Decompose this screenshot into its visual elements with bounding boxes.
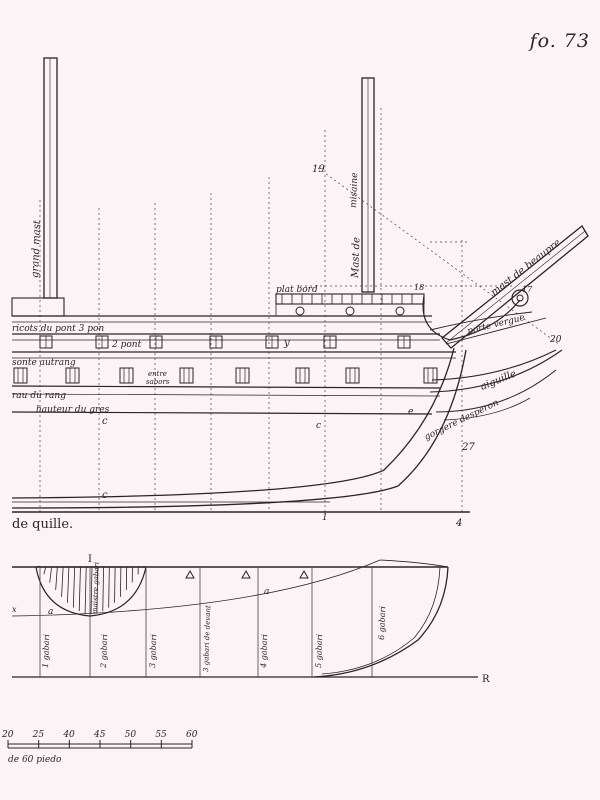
- scale-tick-label: 55: [155, 730, 167, 740]
- gun-port: [323, 335, 337, 349]
- label-grand-mast: grand mast: [30, 219, 43, 278]
- fan-rib: [84, 566, 87, 614]
- folio-number: fo. 73: [529, 30, 590, 52]
- rail-posts: [281, 294, 413, 316]
- fan-rib: [78, 566, 81, 612]
- fan-rib: [37, 565, 41, 568]
- label-c1: c: [102, 416, 108, 427]
- gun-port: [345, 367, 360, 384]
- station-1: 1 gabari: [41, 634, 51, 669]
- label-20: 20: [549, 335, 562, 345]
- fan-rib: [108, 566, 110, 608]
- grand-mast: [43, 57, 58, 299]
- fan-rib: [43, 566, 47, 575]
- gun-port: [119, 367, 134, 384]
- scale-caption: de 60 piedo: [8, 755, 62, 765]
- profile-labels: grand mast Mast de misaine mast de beaup…: [12, 164, 563, 532]
- label-a1: a: [48, 607, 53, 617]
- rail-scuttle: [395, 306, 405, 316]
- scale-bar: 20 25 40 45 50 55 60 de 60 piedo: [1, 730, 198, 765]
- fan-rib: [72, 566, 76, 608]
- gun-ports: [13, 335, 438, 384]
- label-1: 1: [322, 513, 328, 523]
- gun-port: [397, 335, 411, 349]
- label-sabors: sabors: [146, 378, 170, 386]
- gun-port: [39, 335, 53, 349]
- label-deck2: sonte autrang: [12, 358, 76, 368]
- gun-port: [423, 367, 438, 384]
- label-hauteur: hauteur du gres: [36, 405, 110, 415]
- fan-rib: [61, 566, 64, 597]
- hull-profile: [11, 289, 563, 513]
- label-entre: entre: [148, 370, 167, 378]
- gun-port: [295, 367, 310, 384]
- half-breadth-plan: [11, 559, 478, 678]
- frame-fan: [37, 565, 145, 615]
- label-plat-bord: plat bord: [276, 285, 318, 295]
- label-e: e: [408, 407, 413, 417]
- scale-tick-label: 25: [32, 730, 45, 740]
- fan-rib: [55, 566, 58, 591]
- fan-rib: [49, 566, 52, 583]
- bowsprit: [441, 225, 589, 349]
- scale-tick-label: 45: [93, 730, 106, 740]
- gun-port: [95, 335, 109, 349]
- label-c2: c: [102, 490, 108, 501]
- scale-tick-label: 50: [125, 730, 137, 740]
- gun-port: [65, 367, 80, 384]
- label-a2: a: [264, 587, 269, 597]
- label-mizzen-mast-b: misaine: [349, 172, 360, 208]
- label-quille: de quille.: [12, 517, 73, 532]
- label-aiguille: aiguille: [479, 368, 518, 392]
- station-2: 2 gabari: [99, 634, 109, 670]
- gun-port: [13, 367, 28, 384]
- label-I: I: [88, 554, 92, 565]
- label-19: 19: [312, 164, 325, 175]
- station-4: 4 gabari: [259, 634, 269, 670]
- half-breadth-labels: I R a a x maistre gabari 1 gabari 2 gaba…: [12, 554, 490, 685]
- station-3a: 3 gabari de devant: [202, 605, 212, 672]
- station-6: 6 gabari: [377, 606, 387, 641]
- label-R: R: [482, 674, 490, 685]
- label-ast: x: [12, 605, 17, 614]
- gun-port: [265, 335, 279, 349]
- gun-port: [209, 335, 223, 349]
- label-27: 27: [461, 442, 475, 453]
- fan-rib: [67, 566, 70, 603]
- label-c3: c: [316, 421, 321, 431]
- label-4: 4: [455, 518, 462, 529]
- fan-rib: [102, 566, 104, 612]
- fan-rib: [96, 566, 99, 614]
- mizzen-mast: [361, 77, 375, 293]
- label-18: 18: [414, 283, 424, 292]
- rail-scuttle: [295, 306, 305, 316]
- label-y: y: [283, 338, 290, 349]
- scale-tick-label: 40: [62, 730, 75, 740]
- gun-port: [179, 367, 194, 384]
- gun-port: [149, 335, 163, 349]
- scale-tick-label: 60: [186, 730, 198, 740]
- gun-port: [235, 367, 250, 384]
- scale-tick-label: 20: [1, 730, 14, 740]
- fan-rib: [114, 566, 116, 603]
- label-deck1: ricots du pont 3 pon: [12, 324, 104, 334]
- station-5: 5 gabari: [314, 634, 324, 669]
- label-mizzen-mast-a: Mast de: [350, 237, 362, 279]
- rail-scuttle: [345, 306, 355, 316]
- label-station-extra: maistre gabari: [91, 562, 101, 614]
- profile-stations: [39, 108, 561, 512]
- label-rang: rau du rang: [12, 391, 66, 401]
- station-3: 3 gabari: [148, 634, 158, 669]
- label-pont2: 2 pont: [111, 340, 142, 350]
- fan-rib: [90, 566, 93, 615]
- label-17: 17: [522, 285, 533, 294]
